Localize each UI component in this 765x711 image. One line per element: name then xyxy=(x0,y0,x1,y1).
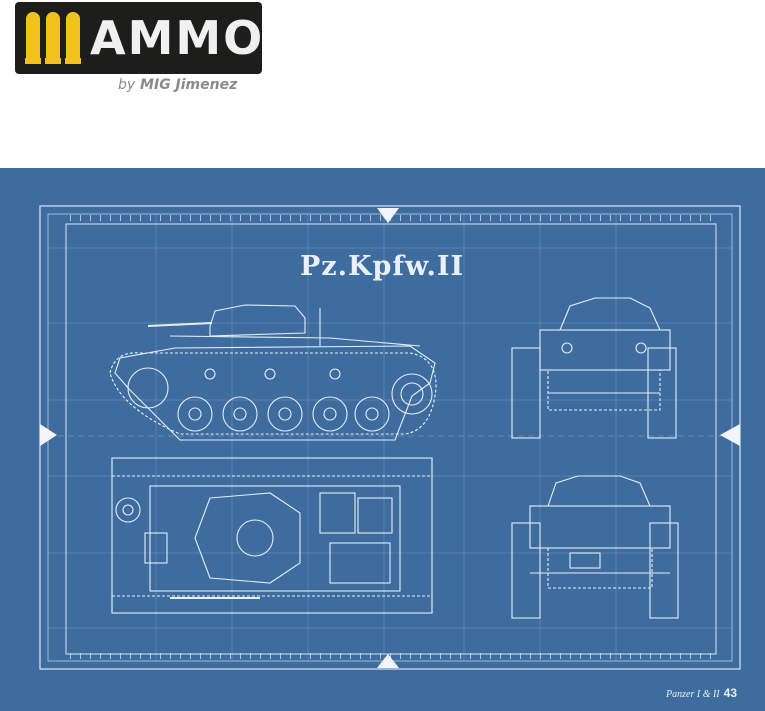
page-number: 43 xyxy=(723,686,737,700)
rear-view xyxy=(511,475,679,619)
blueprint-drawing xyxy=(39,205,741,670)
blueprint-title: Pz.Kpfw.II xyxy=(300,251,465,282)
bullet-icon xyxy=(45,12,61,64)
side-view xyxy=(109,304,437,441)
logo-tagline: by MIG Jimenez xyxy=(118,77,238,93)
ammo-logo[interactable]: AMMO xyxy=(15,2,262,74)
book-title: Panzer I & II xyxy=(666,689,720,700)
logo-wordmark: AMMO xyxy=(90,11,265,65)
bullet-icon xyxy=(25,12,41,64)
top-view xyxy=(111,457,433,614)
bullet-icon xyxy=(65,12,81,64)
front-view xyxy=(511,297,677,439)
